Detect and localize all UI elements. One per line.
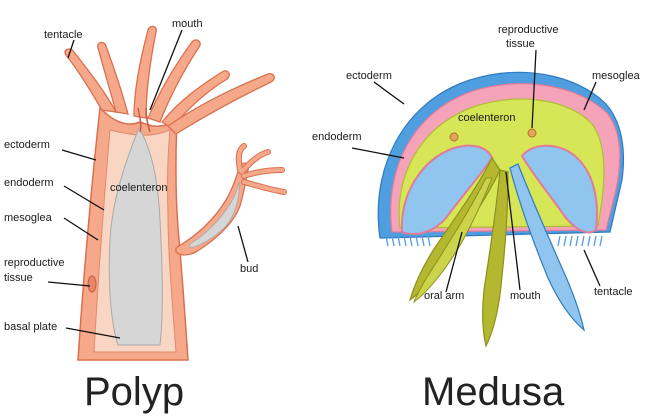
polyp-label-tentacle: tentacle — [44, 29, 83, 41]
polyp-label-bud: bud — [240, 263, 258, 275]
medusa-label-mesoglea: mesoglea — [592, 70, 641, 82]
polyp-tentacle-4 — [147, 39, 201, 123]
medusa-oral-arm-mid — [482, 169, 509, 348]
medusa-inner-right — [520, 144, 598, 234]
polyp-label-coelenteron: coelenteron — [110, 182, 168, 194]
polyp-title: Polyp — [84, 370, 184, 414]
medusa-fringe-left — [385, 235, 431, 247]
medusa-reproductive-left — [449, 132, 459, 142]
polyp-label-basal-plate: basal plate — [4, 321, 57, 333]
medusa-label-endoderm: endoderm — [312, 131, 362, 143]
polyp-tentacle-5 — [161, 70, 230, 129]
medusa-label-oral-arm: oral arm — [424, 290, 464, 302]
polyp-tentacle-3 — [133, 25, 157, 119]
polyp-bud-tentacles-fill — [236, 144, 286, 194]
polyp-label-endoderm: endoderm — [4, 177, 54, 189]
medusa-title: Medusa — [422, 370, 565, 414]
medusa-label-reproductive: reproductive — [498, 24, 559, 36]
medusa-figure — [377, 71, 625, 348]
polyp-label-tissue: tissue — [4, 272, 33, 284]
polyp-figure — [64, 25, 287, 361]
polyp-bud-cavity — [189, 181, 240, 249]
medusa-label-coelenteron: coelenteron — [458, 112, 516, 124]
polyp-reproductive-tissue — [87, 275, 97, 293]
polyp-tentacle-6 — [166, 73, 275, 135]
polyp-label-reproductive: reproductive — [4, 257, 65, 269]
medusa-label-tissue: tissue — [506, 38, 535, 50]
polyp-tentacle-1 — [64, 48, 118, 113]
polyp-label-ectoderm: ectoderm — [4, 139, 50, 151]
polyp-mouth — [137, 107, 151, 133]
medusa-label-ectoderm: ectoderm — [346, 70, 392, 82]
polyp-label-mesoglea: mesoglea — [4, 212, 53, 224]
polyp-bud — [175, 162, 250, 256]
polyp-coelenteron — [108, 126, 163, 346]
medusa-label-mouth: mouth — [510, 290, 541, 302]
polyp-label-mouth: mouth — [172, 18, 203, 30]
polyp-tentacle-2 — [97, 41, 129, 115]
medusa-label-tentacle: tentacle — [594, 286, 633, 298]
medusa-oral-arm-right — [509, 163, 585, 332]
medusa-fringe-right — [557, 235, 603, 247]
medusa-reproductive-right — [527, 128, 537, 138]
medusa-oral-arm-far-left — [413, 177, 493, 304]
